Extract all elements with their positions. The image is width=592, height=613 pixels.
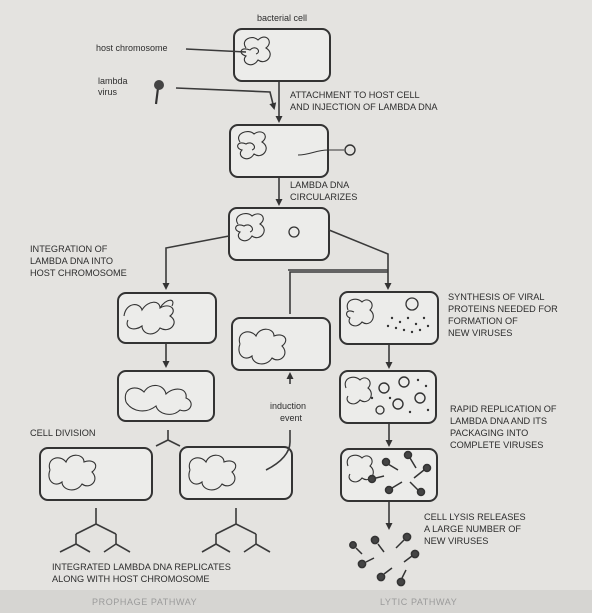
lambda-virus-icon — [154, 80, 164, 105]
caption-lytic-pathway: LYTIC PATHWAY — [380, 597, 457, 607]
label-synthesis-4: NEW VIRUSES — [448, 328, 512, 338]
cell-injection — [229, 124, 356, 178]
label-induction-1: induction — [270, 401, 306, 411]
cell-replication — [339, 370, 437, 424]
label-synthesis-1: SYNTHESIS OF VIRAL — [448, 292, 545, 302]
label-lysis-1: CELL LYSIS RELEASES — [424, 512, 526, 522]
cell-packaging — [340, 448, 438, 502]
cell-daughter-right — [179, 446, 293, 500]
cell-dividing — [117, 370, 215, 422]
flow-arrows — [59, 82, 393, 553]
label-circularizes-1: LAMBDA DNA — [290, 180, 350, 190]
label-attachment-1: ATTACHMENT TO HOST CELL — [290, 90, 420, 100]
caption-prophage-pathway: PROPHAGE PATHWAY — [92, 597, 197, 607]
label-lambda-virus-1: lambda — [98, 76, 128, 86]
cell-synthesis — [339, 291, 439, 345]
footer-band — [0, 590, 592, 613]
label-integration-3: HOST CHROMOSOME — [30, 268, 127, 278]
cell-integrated — [117, 292, 217, 344]
host-chromosome-leader — [185, 48, 247, 53]
cell-daughter-left — [39, 447, 153, 501]
label-integrated-1: INTEGRATED LAMBDA DNA REPLICATES — [52, 562, 231, 572]
label-rapid-3: PACKAGING INTO — [450, 428, 528, 438]
label-rapid-1: RAPID REPLICATION OF — [450, 404, 557, 414]
label-synthesis-3: FORMATION OF — [448, 316, 518, 326]
label-attachment-2: AND INJECTION OF LAMBDA DNA — [290, 102, 438, 112]
label-lambda-virus-2: virus — [98, 87, 118, 97]
label-cell-division: CELL DIVISION — [30, 428, 96, 438]
label-bacterial-cell: bacterial cell — [257, 13, 307, 23]
label-rapid-2: LAMBDA DNA AND ITS — [450, 416, 547, 426]
label-rapid-4: COMPLETE VIRUSES — [450, 440, 543, 450]
label-synthesis-2: PROTEINS NEEDED FOR — [448, 304, 558, 314]
label-integration-2: LAMBDA DNA INTO — [30, 256, 113, 266]
label-circularizes-2: CIRCULARIZES — [290, 192, 357, 202]
cell-circularized — [228, 207, 330, 261]
cell-induction — [231, 317, 331, 371]
label-host-chromosome: host chromosome — [96, 43, 168, 53]
label-induction-2: event — [280, 413, 303, 423]
label-lysis-2: A LARGE NUMBER OF — [424, 524, 521, 534]
label-integration-1: INTEGRATION OF — [30, 244, 108, 254]
label-integrated-2: ALONG WITH HOST CHROMOSOME — [52, 574, 210, 584]
released-viruses — [349, 532, 420, 587]
cell-initial — [233, 28, 331, 82]
label-lysis-3: NEW VIRUSES — [424, 536, 488, 546]
